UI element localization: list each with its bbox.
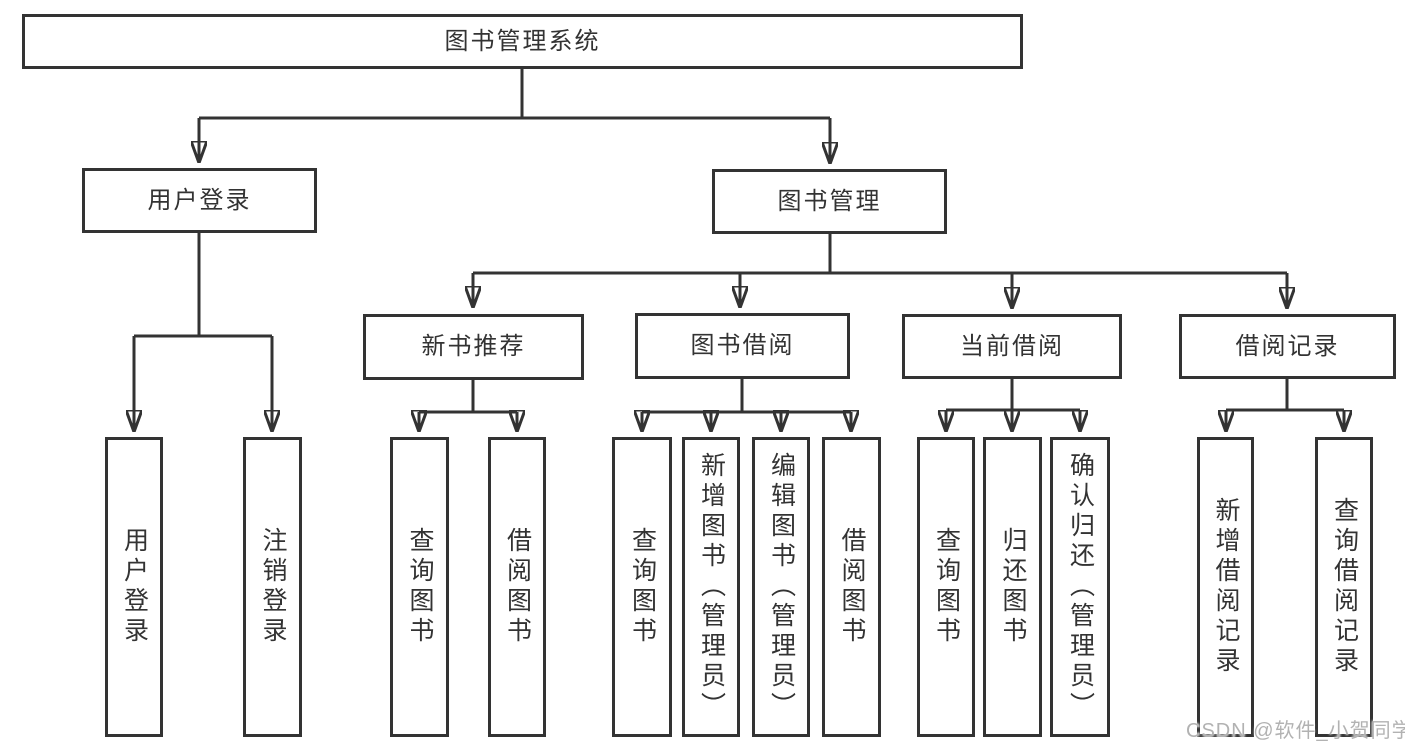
leaf-nb-query-books-label: 查询图书: [406, 527, 434, 647]
csdn-watermark: CSDN @软件_小贺同学: [1186, 720, 1405, 742]
node-book-borrowing: 图书借阅: [635, 313, 850, 379]
node-root-system-label: 图书管理系统: [444, 27, 601, 55]
leaf-br-add-record: 新增借阅记录: [1197, 437, 1254, 737]
leaf-bb-add-books-admin: 新增图书（管理员）: [682, 437, 740, 737]
node-book-management: 图书管理: [712, 169, 947, 234]
leaf-cb-return-books-label: 归还图书: [999, 527, 1027, 647]
node-user-login-label: 用户登录: [147, 186, 252, 214]
leaf-cb-confirm-return-admin-label: 确认归还（管理员）: [1066, 452, 1095, 722]
leaf-logout: 注销登录: [243, 437, 302, 737]
node-root-system: 图书管理系统: [22, 14, 1023, 69]
leaf-cb-query-books-label: 查询图书: [932, 527, 961, 647]
node-borrowing-records: 借阅记录: [1179, 314, 1396, 379]
leaf-nb-borrow-books-label: 借阅图书: [503, 527, 532, 647]
leaf-user-login-label: 用户登录: [120, 527, 149, 647]
leaf-br-add-record-label: 新增借阅记录: [1212, 497, 1240, 677]
node-book-borrowing-label: 图书借阅: [690, 332, 795, 359]
leaf-bb-query-books: 查询图书: [612, 437, 672, 737]
leaf-bb-borrow-books-label: 借阅图书: [838, 527, 866, 647]
leaf-user-login: 用户登录: [105, 437, 163, 737]
node-new-book-recommend: 新书推荐: [363, 314, 584, 380]
leaf-bb-edit-books-admin-label: 编辑图书（管理员）: [767, 452, 796, 722]
node-book-management-label: 图书管理: [777, 187, 882, 215]
leaf-br-query-record-label: 查询借阅记录: [1330, 497, 1359, 677]
leaf-cb-return-books: 归还图书: [983, 437, 1042, 737]
leaf-bb-add-books-admin-label: 新增图书（管理员）: [697, 452, 726, 722]
leaf-nb-query-books: 查询图书: [390, 437, 449, 737]
node-user-login: 用户登录: [82, 168, 317, 233]
leaf-br-query-record: 查询借阅记录: [1315, 437, 1373, 737]
leaf-bb-borrow-books: 借阅图书: [822, 437, 881, 737]
leaf-bb-query-books-label: 查询图书: [628, 527, 657, 647]
leaf-logout-label: 注销登录: [259, 527, 287, 647]
node-borrowing-records-label: 借阅记录: [1235, 332, 1340, 360]
node-current-borrowing: 当前借阅: [902, 314, 1122, 379]
leaf-bb-edit-books-admin: 编辑图书（管理员）: [752, 437, 810, 737]
leaf-cb-query-books: 查询图书: [917, 437, 975, 737]
node-new-book-recommend-label: 新书推荐: [421, 333, 526, 360]
node-current-borrowing-label: 当前借阅: [960, 332, 1064, 360]
leaf-cb-confirm-return-admin: 确认归还（管理员）: [1050, 437, 1110, 737]
leaf-nb-borrow-books: 借阅图书: [488, 437, 546, 737]
